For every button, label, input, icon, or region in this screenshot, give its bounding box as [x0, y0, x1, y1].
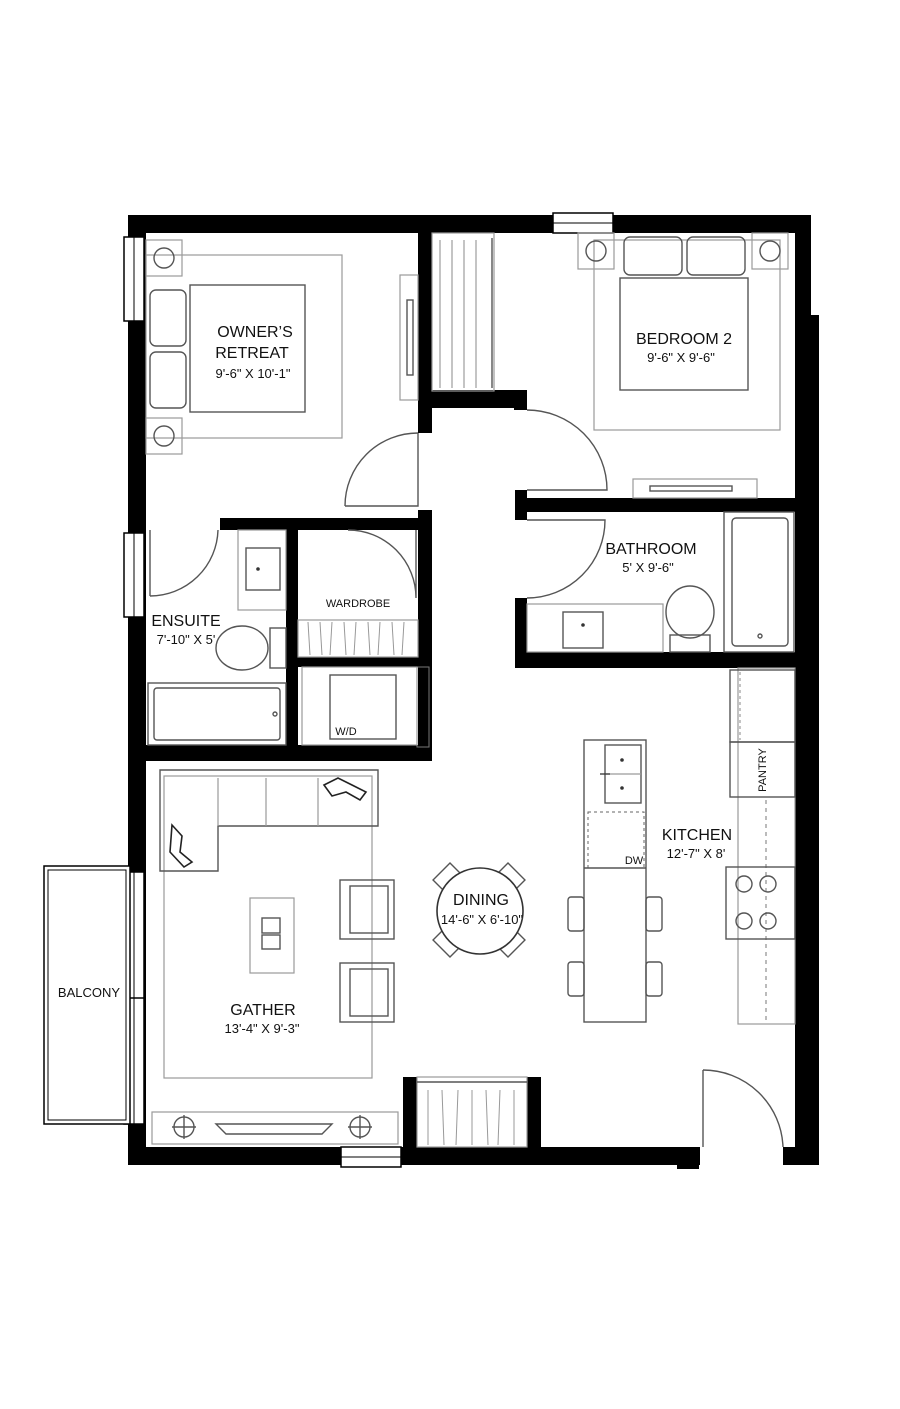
bathroom-fixtures	[526, 511, 795, 653]
ensuite-fixtures	[147, 529, 287, 746]
balcony	[43, 865, 131, 1125]
laundry-label: W/D	[335, 726, 356, 738]
gather-label: GATHER	[230, 1002, 295, 1019]
closet-wardrobe	[297, 619, 419, 658]
windows	[123, 212, 614, 1168]
doors	[149, 409, 784, 1148]
owners-retreat-dims: 9'-6" X 10'-1"	[216, 366, 291, 381]
closet-owners	[431, 232, 495, 392]
closet-entry	[416, 1076, 528, 1148]
bathroom-label: BATHROOM	[605, 541, 696, 558]
washer-dryer	[301, 666, 418, 746]
media-console	[151, 1111, 399, 1145]
bedroom2-bed	[577, 232, 789, 431]
owners-dresser	[399, 274, 419, 401]
kitchen-island	[567, 739, 663, 1023]
owners-retreat-label-2: RETREAT	[215, 345, 289, 362]
gather-dims: 13'-4" X 9'-3"	[225, 1021, 300, 1036]
owners-retreat-label-1: OWNER’S	[217, 324, 293, 341]
owners-bed	[145, 239, 343, 455]
kitchen-counters	[725, 667, 796, 1025]
bedroom2-label: BEDROOM 2	[636, 331, 732, 348]
ensuite-label: ENSUITE	[151, 613, 220, 630]
balcony-label: BALCONY	[58, 985, 120, 1000]
dining-dims: 14'-6" X 6'-10"	[441, 912, 524, 927]
wardrobe-label: WARDROBE	[326, 598, 390, 610]
kitchen-dims: 12'-7" X 8'	[667, 846, 726, 861]
living-furniture	[159, 769, 395, 1079]
dining-label: DINING	[453, 892, 509, 909]
dining-table	[432, 862, 526, 958]
kitchen-label: KITCHEN	[662, 827, 732, 844]
pantry-label: PANTRY	[757, 748, 769, 792]
bedroom2-dims: 9'-6" X 9'-6"	[647, 350, 715, 365]
ensuite-dims: 7'-10" X 5'	[157, 632, 216, 647]
bathroom-dims: 5' X 9'-6"	[622, 560, 674, 575]
interior-walls	[146, 233, 795, 1169]
bedroom2-dresser	[632, 478, 758, 499]
dishwasher-label: DW	[625, 855, 644, 867]
